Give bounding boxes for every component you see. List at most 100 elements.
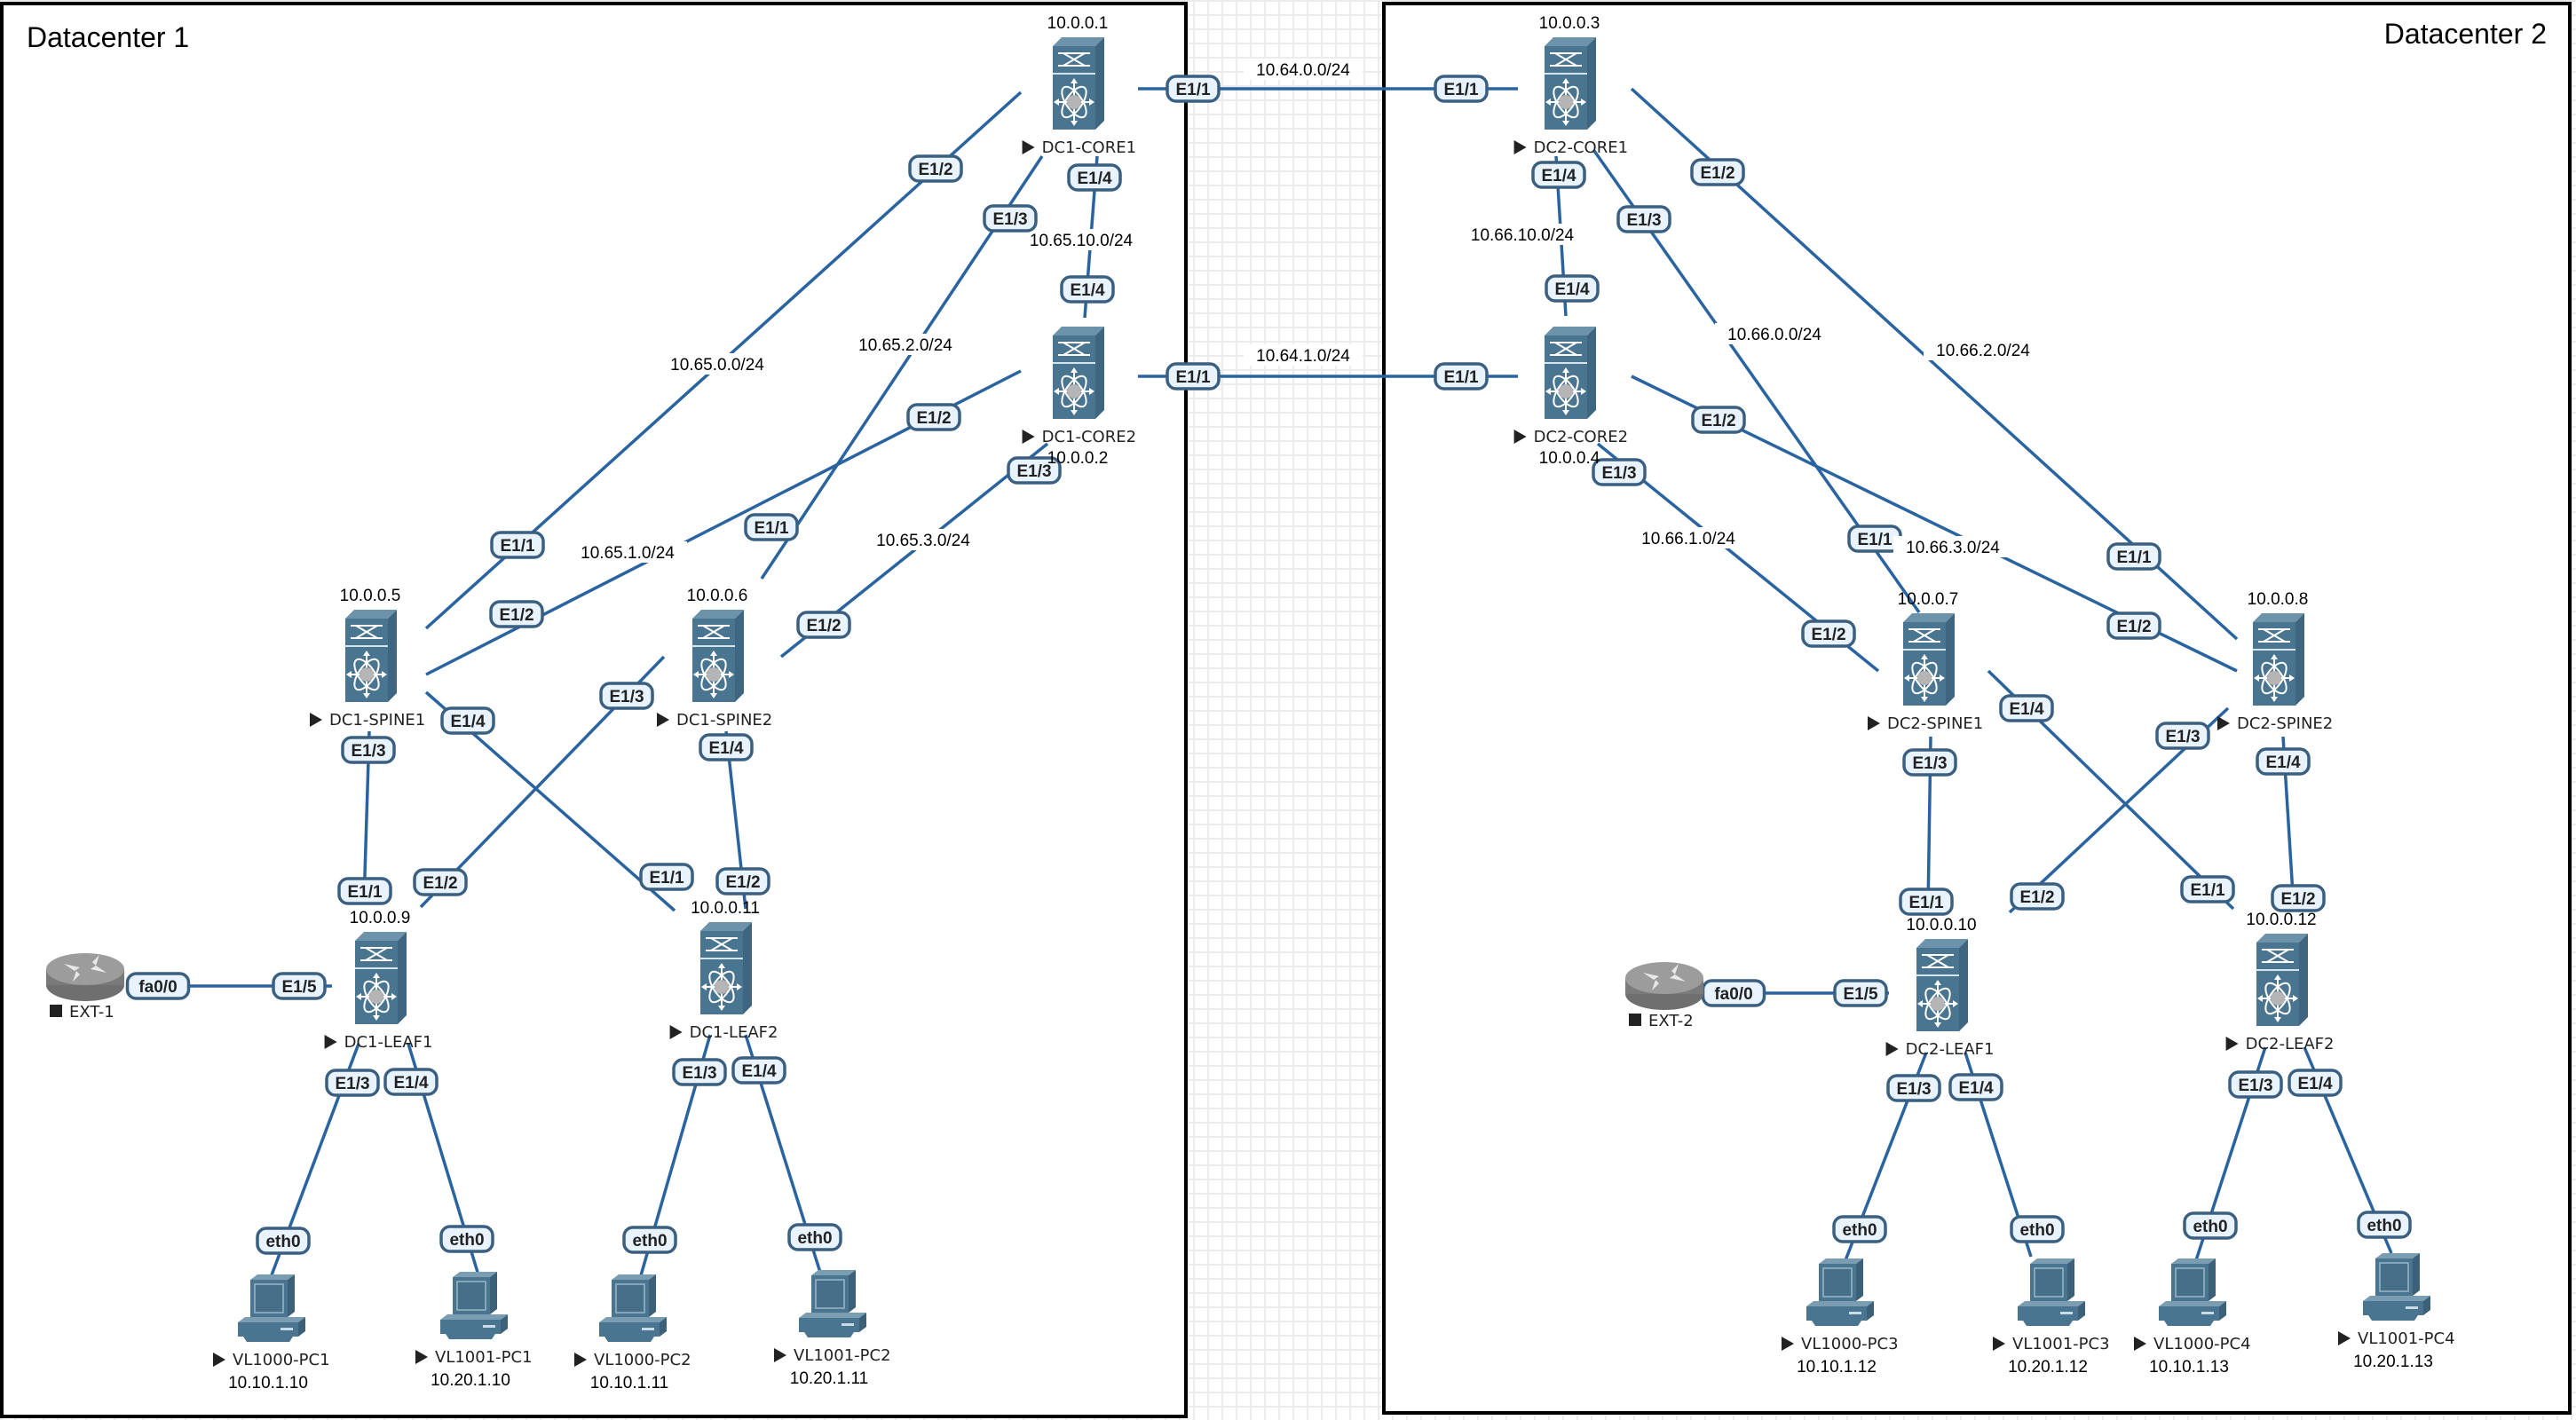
port-badge[interactable]: E1/2 [715,867,770,895]
port-badge[interactable]: E1/1 [1434,75,1489,103]
nexus-switch-icon[interactable] [1544,36,1597,130]
port-badge[interactable]: E1/2 [413,868,468,896]
nexus-switch-icon[interactable] [1544,326,1597,420]
port-badge[interactable]: E1/1 [1166,75,1221,103]
port-badge[interactable]: E1/4 [1545,274,1600,303]
port-badge[interactable]: E1/1 [1847,525,1902,553]
pc-icon[interactable] [798,1269,867,1338]
port-badge[interactable]: E1/1 [639,863,694,891]
port-badge[interactable]: E1/3 [341,736,396,764]
nexus-switch-icon[interactable] [1052,326,1105,420]
port-badge[interactable]: E1/3 [1592,458,1647,486]
port-badge[interactable]: E1/2 [489,600,544,628]
port-badge[interactable]: E1/1 [1166,362,1221,390]
port-badge[interactable]: E1/1 [2180,875,2235,903]
port-badge[interactable]: E1/4 [2256,747,2311,776]
port-badge[interactable]: eth0 [256,1227,311,1255]
router-icon[interactable] [46,953,124,1001]
port-badge[interactable]: fa0/0 [125,972,191,1000]
port-badge[interactable]: E1/4 [1067,163,1122,192]
port-badge[interactable]: eth0 [622,1226,677,1254]
port-badge[interactable]: E1/2 [2010,882,2065,911]
pc-icon[interactable] [1806,1258,1875,1327]
port-badge[interactable]: E1/3 [1886,1074,1941,1102]
port-badge[interactable]: E1/1 [744,513,799,541]
port-badge[interactable]: E1/3 [672,1058,727,1086]
node-ext-1[interactable]: EXT-1 [46,953,124,1022]
nexus-switch-icon[interactable] [2256,933,2309,1027]
port-badge[interactable]: E1/3 [2155,722,2210,750]
port-badge[interactable]: E1/4 [440,706,495,735]
nexus-switch-icon[interactable] [1052,36,1105,130]
nexus-switch-icon[interactable] [699,921,753,1015]
nexus-switch-icon[interactable] [1916,938,1969,1032]
port-badge[interactable]: E1/3 [2228,1070,2283,1099]
port-badge[interactable]: E1/1 [1899,888,1954,916]
port-badge[interactable]: E1/2 [1691,406,1746,434]
port-badge[interactable]: E1/5 [272,972,327,1000]
port-badge[interactable]: eth0 [2357,1211,2412,1239]
port-badge[interactable]: fa0/0 [1701,979,1766,1007]
pc-icon[interactable] [2362,1252,2431,1321]
port-badge[interactable]: eth0 [787,1223,842,1251]
port-badge[interactable]: E1/4 [383,1068,439,1096]
port-badge[interactable]: eth0 [1832,1215,1887,1243]
port-badge[interactable]: E1/2 [796,611,851,639]
nexus-switch-icon[interactable] [344,609,398,703]
node-ext-2[interactable]: EXT-2 [1625,962,1703,1030]
port-badge[interactable]: eth0 [2010,1215,2065,1243]
port-badge[interactable]: E1/3 [325,1069,380,1097]
port-badge[interactable]: E1/3 [983,204,1038,233]
nexus-switch-icon[interactable] [354,931,407,1025]
pc-icon[interactable] [439,1271,509,1340]
port-badge[interactable]: E1/4 [1531,161,1586,189]
port-badge[interactable]: E1/3 [1616,205,1671,233]
port-badge[interactable]: E1/4 [731,1056,786,1085]
port-badge[interactable]: E1/1 [1434,362,1489,390]
nexus-switch-icon[interactable] [1902,612,1956,706]
port-badge[interactable]: E1/2 [1801,619,1856,648]
port-badge[interactable]: E1/4 [2288,1069,2343,1097]
port-badge[interactable]: E1/4 [1060,275,1115,304]
port-badge[interactable]: E1/2 [2271,884,2326,912]
port-badge[interactable]: E1/2 [906,403,961,431]
port-badge[interactable]: E1/4 [1999,694,2054,722]
port-badge[interactable]: E1/1 [490,531,545,559]
router-icon[interactable] [1625,962,1703,1010]
port-badge[interactable]: E1/4 [699,733,754,761]
nexus-switch-icon[interactable] [691,609,745,703]
port-badge[interactable]: E1/1 [2106,542,2161,571]
port-badge[interactable]: E1/2 [908,154,963,183]
port-badge[interactable]: E1/1 [337,877,392,905]
port-badge[interactable]: E1/3 [599,682,654,710]
port-badge[interactable]: E1/2 [1690,158,1745,186]
port-badge[interactable]: eth0 [2183,1211,2238,1240]
pc-icon[interactable] [2158,1258,2227,1327]
port-badge[interactable]: E1/3 [1902,748,1957,777]
port-badge[interactable]: E1/2 [2106,611,2161,640]
pc-icon[interactable] [598,1274,668,1343]
port-badge[interactable]: eth0 [439,1225,494,1253]
port-badge[interactable]: E1/5 [1833,979,1888,1007]
pc-icon[interactable] [237,1274,306,1343]
